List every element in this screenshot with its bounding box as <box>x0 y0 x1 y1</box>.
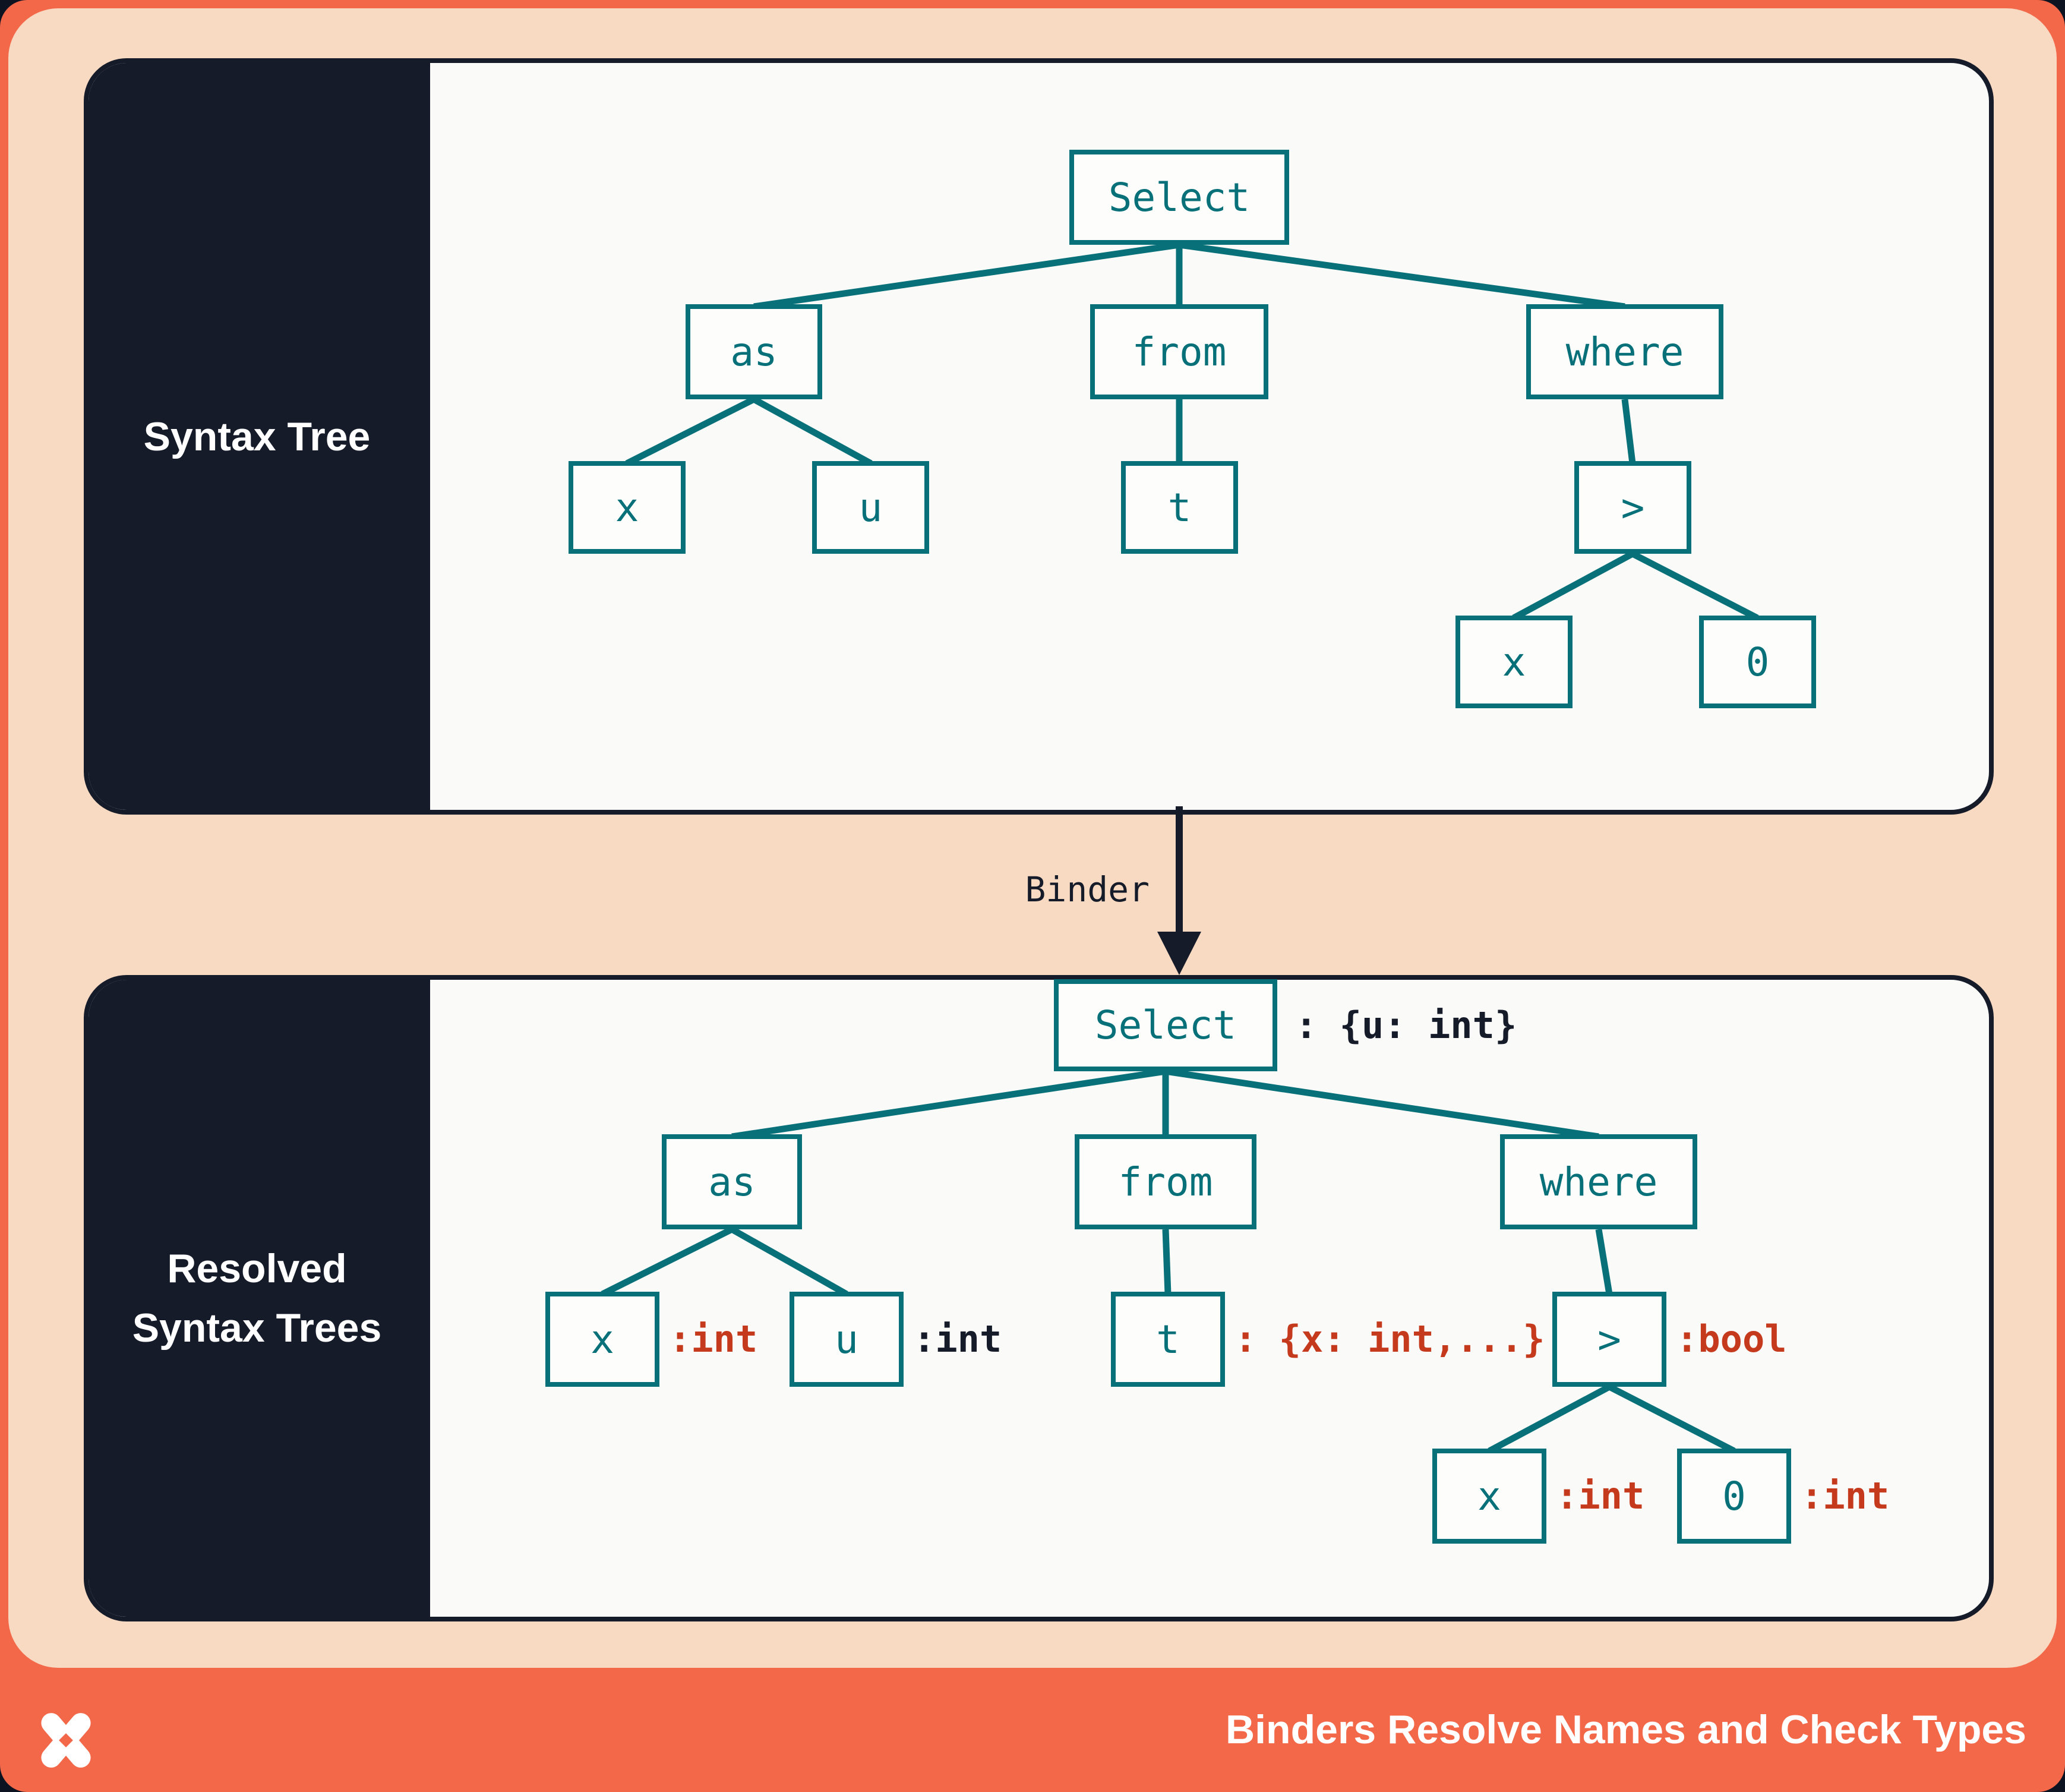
resolved-node-select: Select <box>1054 979 1277 1071</box>
resolved-title-line1: Resolved <box>167 1246 347 1291</box>
type-annotation-gt: :bool <box>1676 1317 1787 1361</box>
resolved-trees-sidebar: Resolved Syntax Trees <box>89 980 430 1617</box>
resolved-node-zero: 0 <box>1677 1449 1791 1544</box>
node-gt: > <box>1574 461 1691 554</box>
resolved-trees-title: Resolved Syntax Trees <box>132 1239 382 1358</box>
resolved-node-where: where <box>1500 1134 1697 1229</box>
resolved-node-x-right: x <box>1432 1449 1546 1544</box>
syntax-tree-panel: Syntax Tree <box>84 58 1994 815</box>
resolved-title-line2: Syntax Trees <box>132 1305 382 1351</box>
node-x-left: x <box>569 461 686 554</box>
resolved-node-x-left: x <box>545 1292 659 1387</box>
resolved-node-u: u <box>790 1292 904 1387</box>
node-from: from <box>1090 304 1268 399</box>
type-annotation-x-right: :int <box>1556 1474 1645 1517</box>
footer-title: Binders Resolve Names and Check Types <box>1226 1707 2026 1752</box>
type-annotation-select: : {u: int} <box>1295 1004 1517 1047</box>
pinwheel-star-logo-icon <box>41 1713 91 1768</box>
resolved-node-gt: > <box>1552 1292 1666 1387</box>
node-select: Select <box>1069 150 1289 245</box>
type-annotation-t: : {x: int,...} <box>1234 1317 1545 1361</box>
syntax-tree-title: Syntax Tree <box>143 414 371 459</box>
resolved-node-t: t <box>1111 1292 1225 1387</box>
binder-label: Binder <box>1025 869 1150 910</box>
node-u: u <box>812 461 929 554</box>
node-x-right: x <box>1455 616 1573 708</box>
type-annotation-zero: :int <box>1801 1474 1890 1517</box>
node-zero: 0 <box>1699 616 1816 708</box>
node-t: t <box>1121 461 1238 554</box>
resolved-node-as: as <box>662 1134 802 1229</box>
type-annotation-u: :int <box>913 1317 1002 1361</box>
type-annotation-x-left: :int <box>669 1317 758 1361</box>
node-as: as <box>686 304 822 399</box>
node-where: where <box>1526 304 1723 399</box>
resolved-node-from: from <box>1075 1134 1256 1229</box>
syntax-tree-sidebar: Syntax Tree <box>89 63 430 810</box>
